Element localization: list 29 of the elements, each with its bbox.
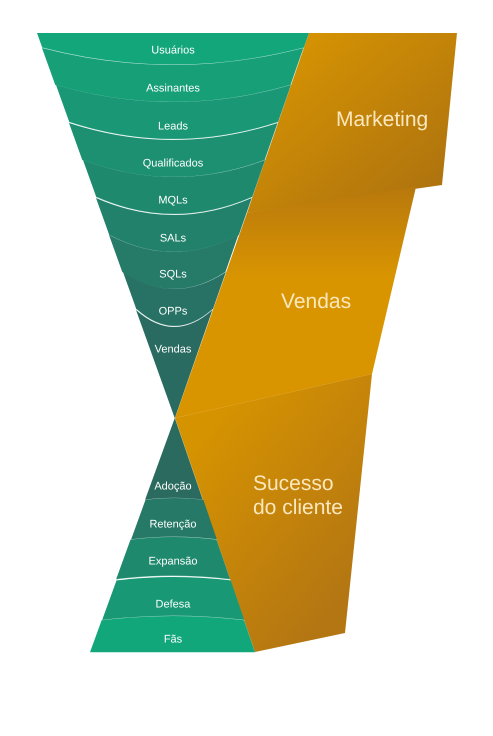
stage-label: Usuários [151,46,195,56]
stage-label: SQLs [159,270,187,280]
stage-label: Leads [158,121,188,132]
stage-label: Expansão [148,556,198,568]
funnel-band [56,85,291,140]
stage-label: Defesa [156,599,190,610]
stage-label: Vendas [154,344,192,356]
stage-label: Retenção [149,519,197,530]
stage-title: Sucesso do cliente [253,472,344,520]
stage-title: Vendas [281,290,352,314]
funnel-band [90,616,255,652]
funnel-band [109,235,239,290]
stage-label: OPPs [158,306,188,318]
stage-label: MQLs [158,195,188,206]
stage-label: Assinantes [146,84,200,94]
funnel-band [145,418,204,500]
funnel-band [116,537,230,580]
funnel-band [82,160,265,215]
funnel-band [130,498,217,540]
stage-title: Marketing [336,108,430,132]
stage-label: SALs [160,233,186,244]
funnel-band [96,198,252,252]
funnel-band [37,33,309,65]
funnel-band [69,122,278,178]
stage-label: Adoção [154,482,192,492]
stage-label: Qualificados [142,158,204,170]
stage-panel [247,33,457,213]
stage-label: Fãs [164,634,182,646]
funnel-band [102,576,244,620]
